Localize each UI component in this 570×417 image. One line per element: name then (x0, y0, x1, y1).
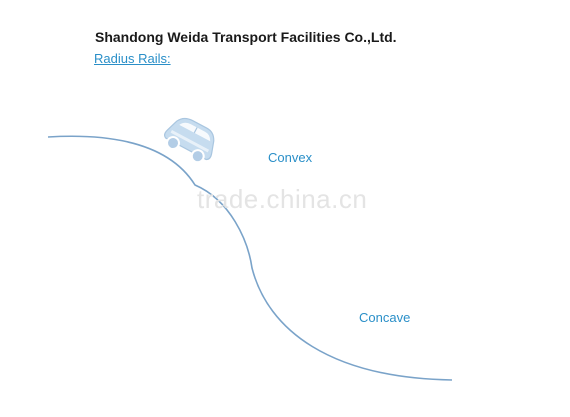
rail-curve (47, 135, 453, 381)
company-title: Shandong Weida Transport Facilities Co.,… (95, 29, 397, 45)
convex-label: Convex (268, 150, 313, 165)
watermark-text: trade.china.cn (197, 184, 368, 214)
concave-label: Concave (359, 310, 411, 325)
radius-rails-link[interactable]: Radius Rails: (94, 51, 171, 66)
car-icon (163, 117, 215, 164)
